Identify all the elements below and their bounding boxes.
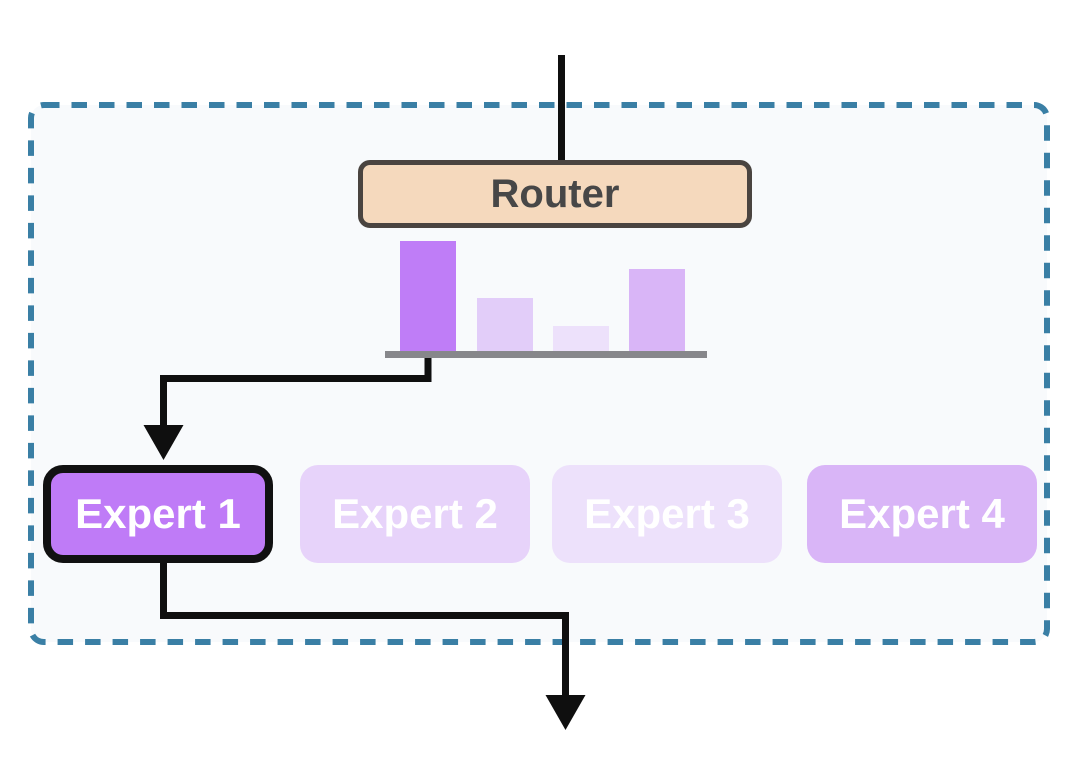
expert-2-box: Expert 2 [300, 465, 530, 563]
router-probability-chart [385, 240, 707, 358]
router-box: Router [358, 160, 752, 228]
probability-bar-expert-1 [400, 241, 456, 355]
expert-2-label: Expert 2 [332, 490, 498, 537]
expert-4-box: Expert 4 [807, 465, 1037, 563]
expert-4-label: Expert 4 [839, 490, 1005, 537]
router-label: Router [490, 171, 620, 216]
router-to-expert1-arrowhead-icon [143, 425, 184, 460]
expert-3-label: Expert 3 [584, 490, 750, 537]
expert1-output-arrowhead-icon [545, 695, 586, 730]
expert-1-box: Expert 1 [43, 465, 273, 563]
expert-3-box: Expert 3 [552, 465, 782, 563]
chart-baseline [385, 351, 707, 358]
probability-bar-expert-4 [629, 269, 685, 355]
expert-1-label: Expert 1 [75, 490, 241, 537]
probability-bar-expert-2 [477, 298, 533, 355]
moe-dashed-container [28, 102, 1050, 645]
expert1-output-arrow-line [160, 558, 569, 697]
probability-bar-expert-3 [553, 326, 609, 355]
router-to-expert1-arrow-line [160, 352, 432, 427]
